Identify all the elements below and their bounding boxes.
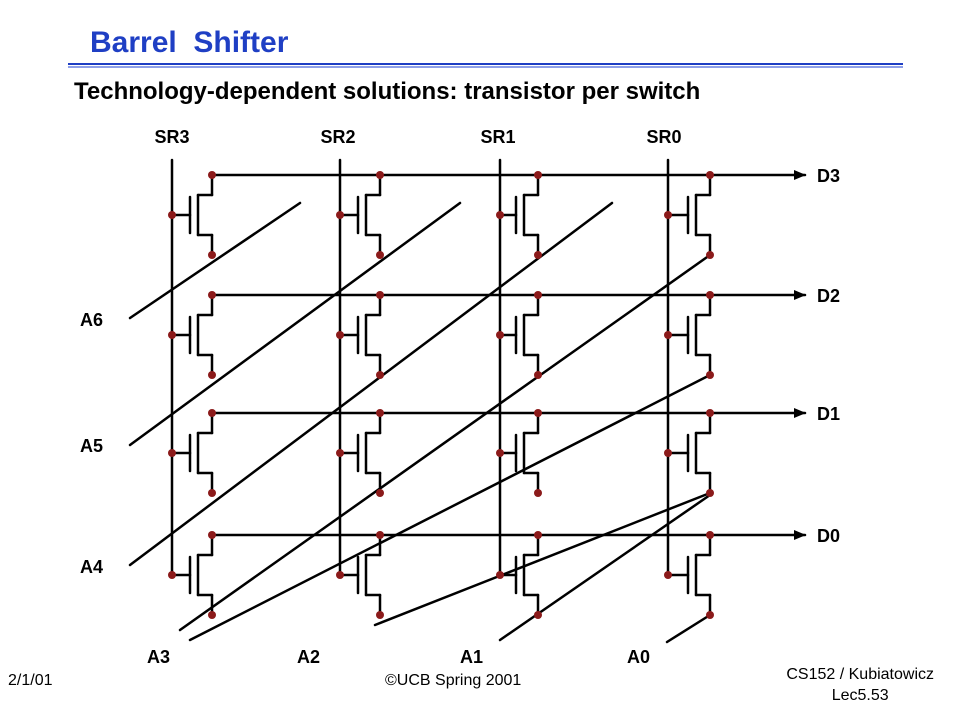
footer-date: 2/1/01	[8, 672, 53, 689]
gate-junction-dot	[664, 449, 672, 457]
transistor-switch	[498, 173, 540, 257]
drain-junction-dot	[208, 291, 216, 299]
transistor-switch	[338, 411, 382, 495]
source-junction-dot	[706, 489, 714, 497]
input-diagonal-a6	[128, 201, 302, 320]
control-label-sr3: SR3	[154, 127, 189, 147]
output-label-d2: D2	[817, 286, 840, 306]
source-junction-dot	[534, 251, 542, 259]
footer-lecture: Lec5.53	[831, 687, 889, 704]
drain-junction-dot	[376, 171, 384, 179]
input-label-a6: A6	[80, 310, 103, 330]
transistor-switch	[338, 293, 382, 377]
input-label-a3: A3	[147, 647, 170, 667]
gate-junction-dot	[336, 571, 344, 579]
transistor-switch	[498, 411, 540, 495]
drain-junction-dot	[534, 171, 542, 179]
input-label-a2: A2	[297, 647, 320, 667]
source-junction-dot	[208, 251, 216, 259]
transistor-switch	[666, 533, 712, 617]
source-junction-dot	[376, 611, 384, 619]
slide-title: Barrel Shifter	[90, 26, 289, 59]
gate-junction-dot	[496, 331, 504, 339]
drain-junction-dot	[376, 291, 384, 299]
source-junction-dot	[376, 251, 384, 259]
input-label-a0: A0	[627, 647, 650, 667]
drain-junction-dot	[376, 531, 384, 539]
connection-dots	[168, 171, 714, 619]
input-diagonal-a4	[128, 201, 614, 567]
drain-junction-dot	[376, 409, 384, 417]
input-label-a5: A5	[80, 436, 103, 456]
transistor-switch	[498, 533, 540, 617]
slide-subtitle: Technology-dependent solutions: transist…	[74, 78, 701, 105]
transistor-switch	[170, 533, 214, 617]
gate-junction-dot	[496, 571, 504, 579]
gate-junction-dot	[168, 331, 176, 339]
drain-junction-dot	[208, 531, 216, 539]
transistor-switch	[338, 173, 382, 257]
source-junction-dot	[376, 489, 384, 497]
transistors	[170, 173, 712, 617]
gate-junction-dot	[168, 571, 176, 579]
control-label-sr2: SR2	[320, 127, 355, 147]
source-junction-dot	[706, 611, 714, 619]
gate-junction-dot	[496, 449, 504, 457]
source-junction-dot	[706, 251, 714, 259]
input-diagonal-a5	[128, 201, 462, 447]
drain-junction-dot	[534, 409, 542, 417]
input-diagonal-a0-tail	[665, 613, 712, 644]
input-label-a1: A1	[460, 647, 483, 667]
drain-junction-dot	[706, 171, 714, 179]
source-junction-dot	[534, 489, 542, 497]
transistor-switch	[666, 293, 712, 377]
drain-junction-dot	[706, 291, 714, 299]
transistor-switch	[170, 293, 214, 377]
gate-junction-dot	[336, 449, 344, 457]
wires	[128, 158, 807, 644]
title-rule-shadow	[68, 66, 903, 68]
input-diagonal-a2	[188, 373, 712, 642]
transistor-switch	[666, 411, 712, 495]
output-label-d0: D0	[817, 526, 840, 546]
source-junction-dot	[208, 489, 216, 497]
control-label-sr1: SR1	[480, 127, 515, 147]
output-label-d1: D1	[817, 404, 840, 424]
source-junction-dot	[706, 371, 714, 379]
gate-junction-dot	[664, 331, 672, 339]
input-label-a4: A4	[80, 557, 103, 577]
source-junction-dot	[208, 371, 216, 379]
control-label-sr0: SR0	[646, 127, 681, 147]
transistor-switch	[170, 173, 214, 257]
drain-junction-dot	[706, 531, 714, 539]
source-junction-dot	[376, 371, 384, 379]
input-diagonal-a3	[178, 253, 712, 632]
footer-course: CS152 / Kubiatowicz	[786, 666, 934, 683]
gate-junction-dot	[664, 571, 672, 579]
source-junction-dot	[208, 611, 216, 619]
drain-junction-dot	[706, 409, 714, 417]
input-diagonal-a1	[373, 491, 712, 627]
source-junction-dot	[534, 371, 542, 379]
drain-junction-dot	[208, 171, 216, 179]
output-label-d3: D3	[817, 166, 840, 186]
gate-junction-dot	[496, 211, 504, 219]
transistor-switch	[498, 293, 540, 377]
drain-junction-dot	[534, 291, 542, 299]
gate-junction-dot	[168, 449, 176, 457]
input-diagonal-a0	[498, 493, 712, 642]
source-junction-dot	[534, 611, 542, 619]
transistor-switch	[170, 411, 214, 495]
drain-junction-dot	[208, 409, 216, 417]
drain-junction-dot	[534, 531, 542, 539]
gate-junction-dot	[168, 211, 176, 219]
gate-junction-dot	[336, 331, 344, 339]
gate-junction-dot	[336, 211, 344, 219]
transistor-switch	[666, 173, 712, 257]
gate-junction-dot	[664, 211, 672, 219]
title-rule	[68, 63, 903, 65]
footer-course-info: CS152 / Kubiatowicz Lec5.53	[786, 664, 934, 706]
footer-copyright: ©UCB Spring 2001	[385, 672, 522, 689]
